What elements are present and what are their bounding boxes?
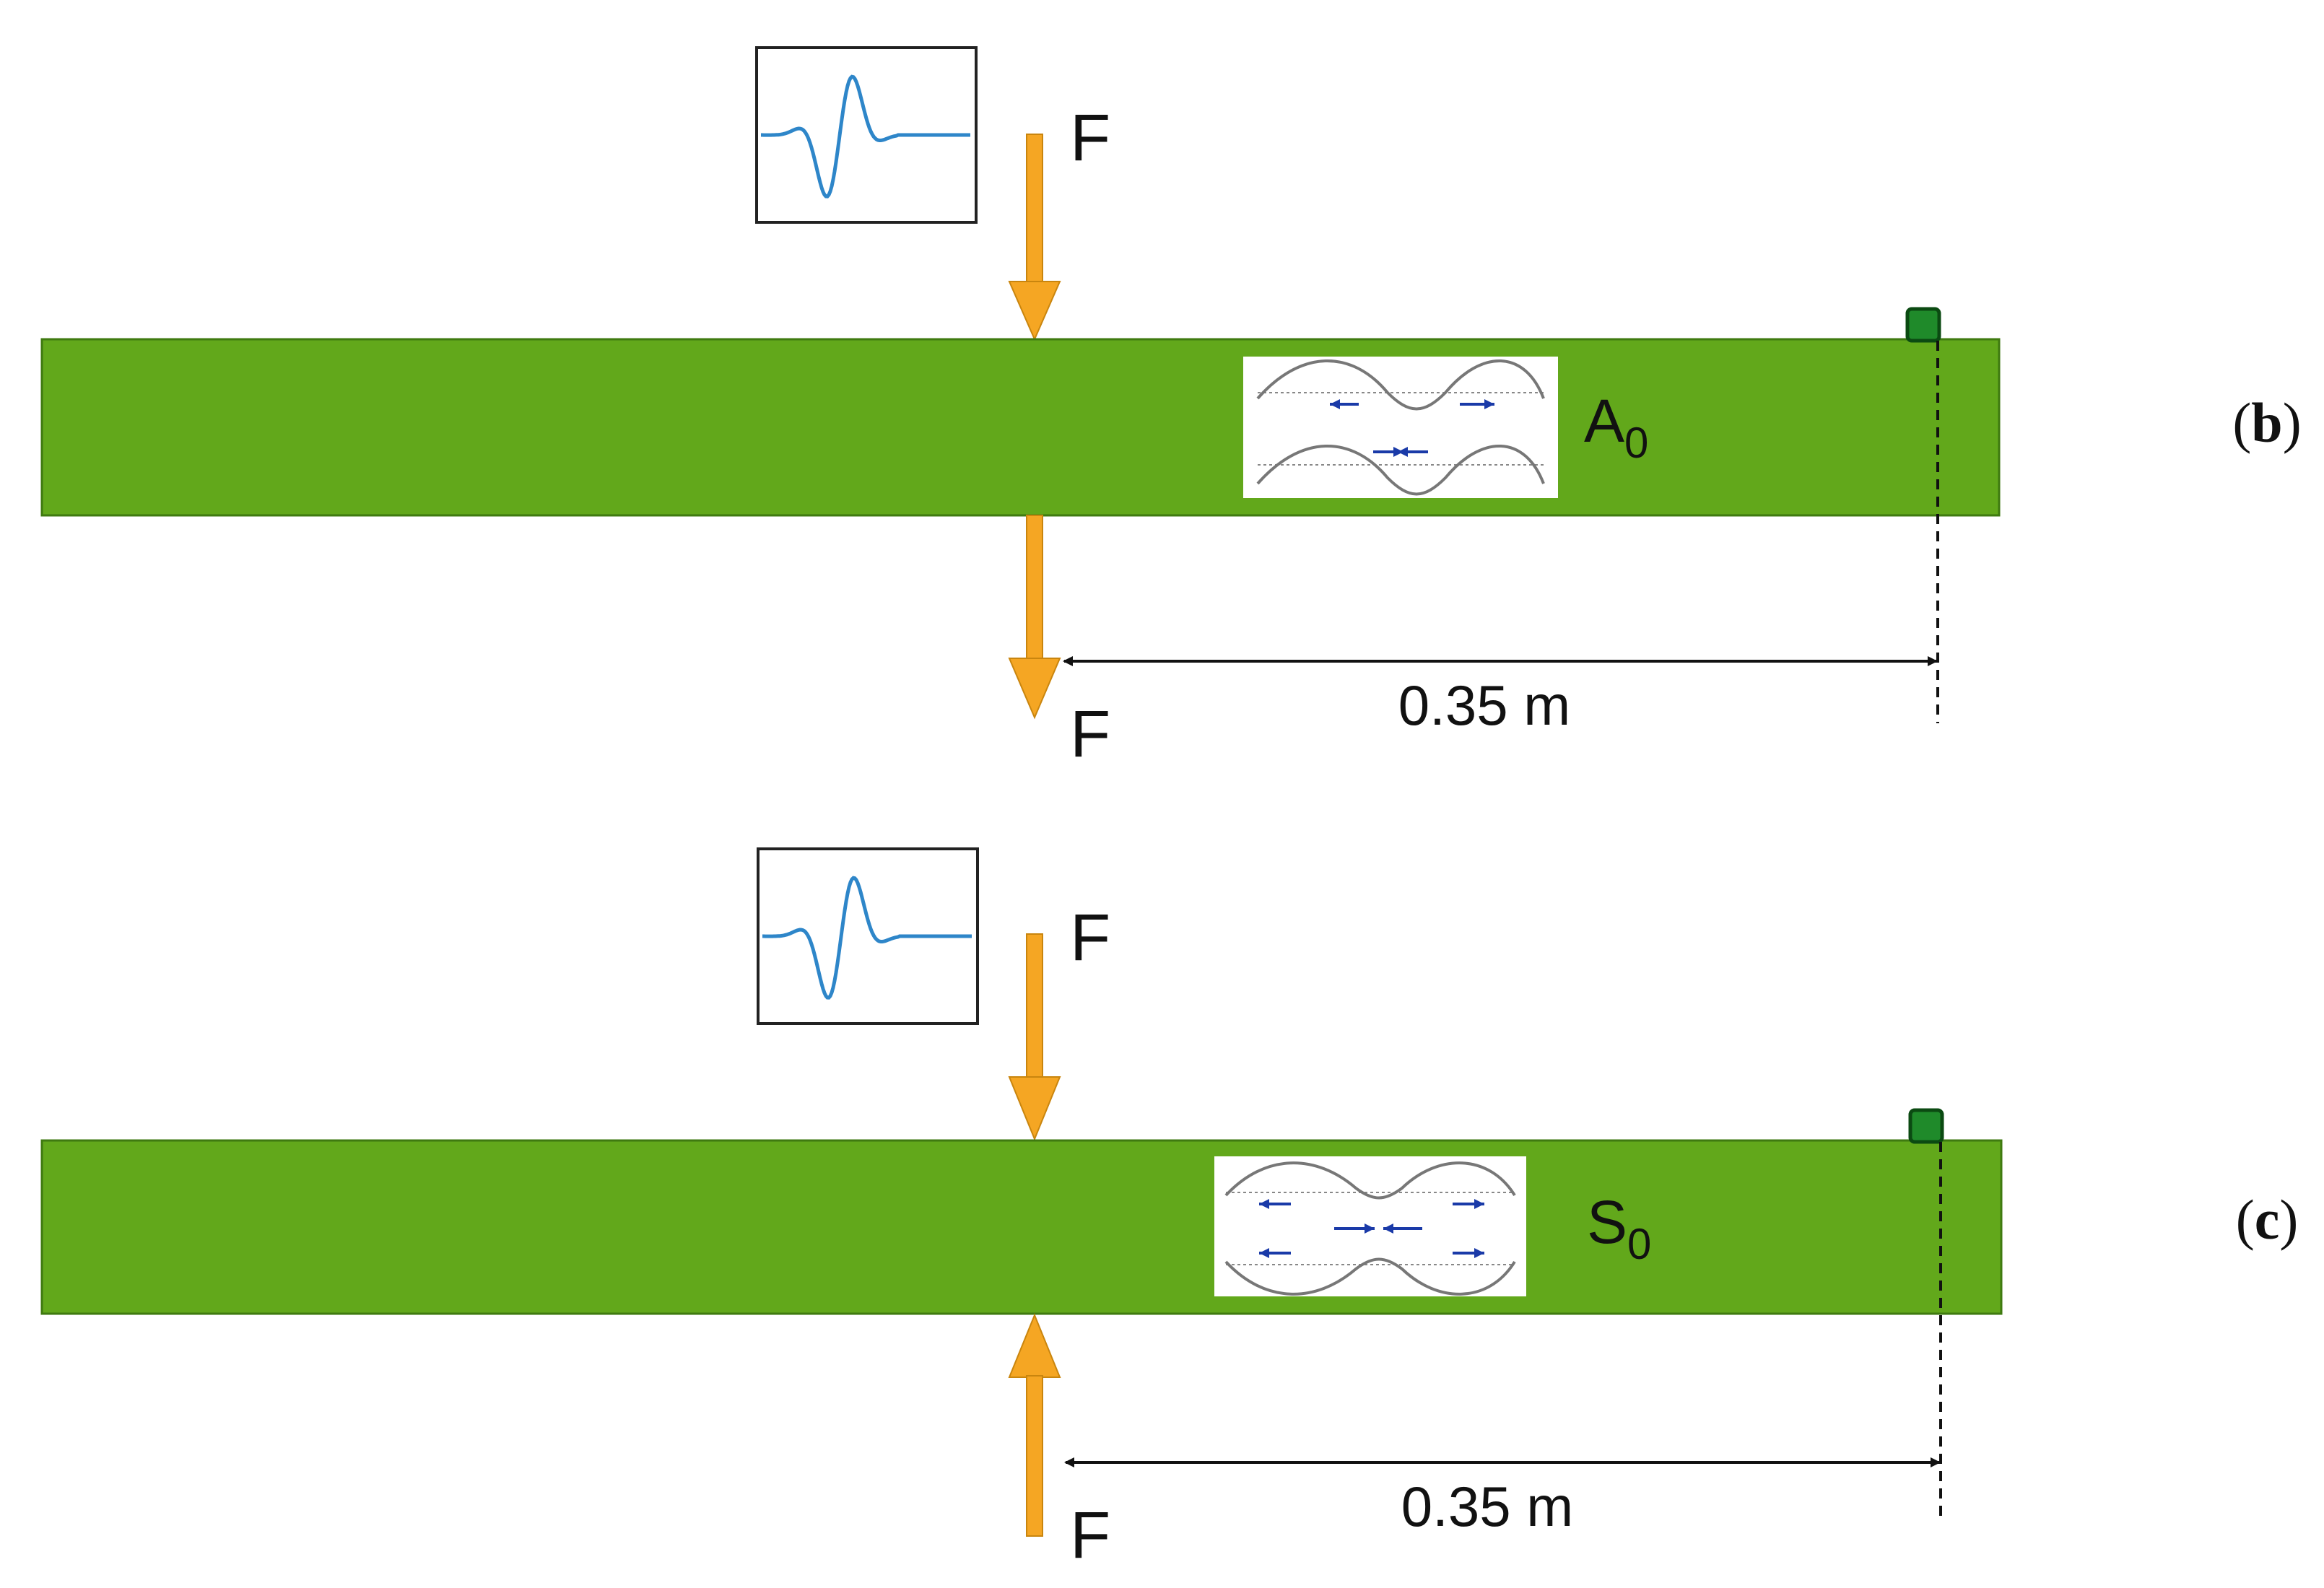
force-arrow-bottom-b — [1008, 515, 1061, 720]
plate-surface-top — [1256, 359, 1545, 411]
force-arrow-top-c — [1008, 933, 1061, 1141]
signal-inset-c — [757, 847, 979, 1025]
plate-surface-bottom — [1224, 1257, 1516, 1296]
sensor-c — [1908, 1108, 1944, 1144]
tone-burst-signal-icon — [762, 876, 972, 1000]
panel-label-b: (b) — [2232, 391, 2301, 454]
plate-surface-bottom — [1256, 445, 1545, 496]
force-label-top-c: F — [1070, 901, 1110, 974]
force-label-bottom-c: F — [1070, 1498, 1110, 1572]
symmetric-mode-icon — [1224, 1161, 1516, 1296]
particle-arrow-left — [1259, 1248, 1291, 1258]
particle-arrow-left — [1383, 1223, 1422, 1234]
particle-arrow-left — [1398, 447, 1428, 457]
force-label-top-b: F — [1070, 101, 1110, 175]
mode-inset-c — [1214, 1156, 1526, 1296]
force-label-bottom-b: F — [1070, 697, 1110, 771]
particle-arrow-right — [1460, 399, 1494, 409]
sensor-b — [1905, 307, 1941, 343]
particle-arrow-left — [1259, 1199, 1291, 1209]
plate-b — [40, 338, 2001, 517]
tone-burst-signal-icon — [761, 74, 970, 198]
particle-arrow-right — [1453, 1199, 1484, 1209]
plate-surface-top — [1224, 1161, 1516, 1200]
mode-label-b: A0 — [1584, 387, 1648, 467]
distance-label-c: 0.35 m — [1401, 1475, 1573, 1538]
mode-label-c: S0 — [1587, 1188, 1651, 1268]
particle-arrow-right — [1453, 1248, 1484, 1258]
signal-inset-b — [755, 46, 978, 224]
panel-b: F A0 F 0.35 m (b) — [40, 46, 2302, 771]
distance-label-b: 0.35 m — [1398, 673, 1570, 737]
plate-c — [40, 1139, 2003, 1315]
mode-inset-b — [1243, 357, 1558, 498]
panel-c: F S0 F 0.35 m (c) — [40, 847, 2299, 1572]
particle-arrow-left — [1330, 399, 1359, 409]
particle-arrow-right — [1334, 1223, 1375, 1234]
force-arrow-top-b — [1008, 134, 1061, 341]
panel-label-c: (c) — [2236, 1188, 2299, 1251]
force-arrow-bottom-c — [1008, 1313, 1061, 1537]
antisymmetric-mode-icon — [1256, 359, 1545, 496]
